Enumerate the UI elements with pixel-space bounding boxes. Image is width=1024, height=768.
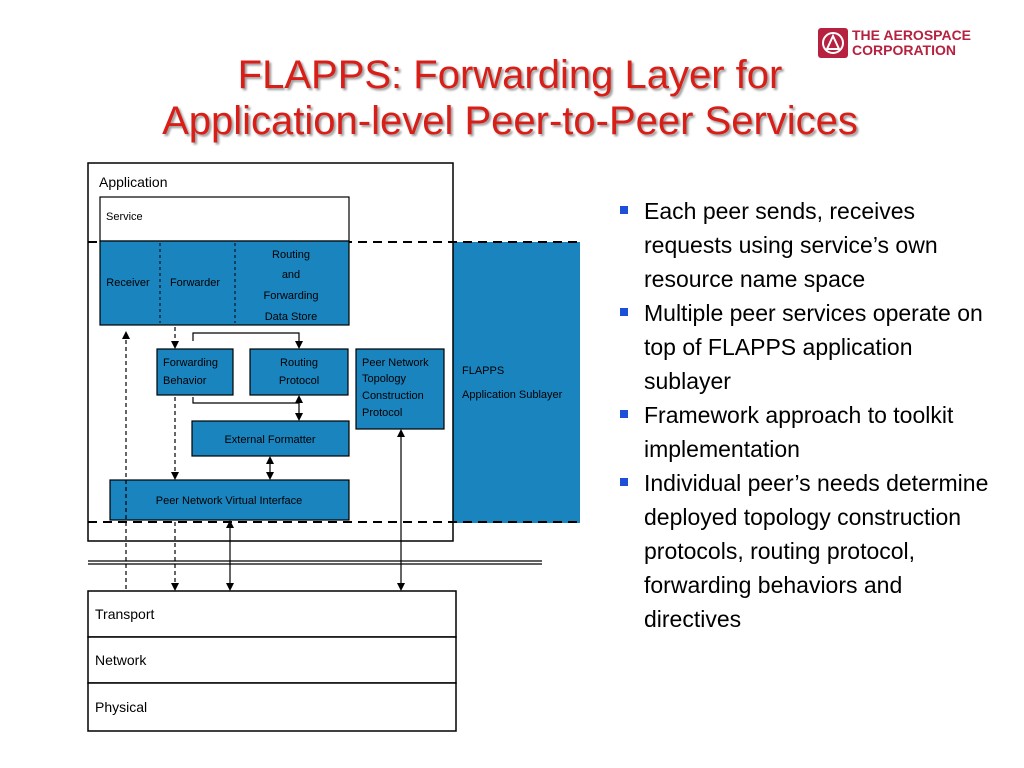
flapps-sublayer-label-2: Application Sublayer [462, 389, 563, 401]
bullet-text: Individual peer’s needs determine deploy… [644, 470, 989, 632]
slide-title-line-1: FLAPPS: Forwarding Layer for [237, 53, 783, 97]
service-lower-section [99, 240, 350, 326]
peer-network-topology-label-3: Construction [362, 390, 424, 402]
peer-network-topology-box [355, 348, 445, 430]
routing-protocol-box [249, 348, 349, 396]
peer-network-topology-label-2: Topology [362, 373, 407, 385]
peer-network-topology-label-4: Protocol [362, 407, 402, 419]
physical-box [87, 682, 457, 732]
routing-protocol-label-2: Protocol [279, 375, 319, 387]
forwarder-label: Forwarder [170, 277, 220, 289]
flapps-sublayer-label-1: FLAPPS [462, 365, 504, 377]
peer-network-topology-label-1: Peer Network [362, 357, 429, 369]
network-box [87, 636, 457, 684]
company-logo: THE AEROSPACE CORPORATION [818, 28, 998, 62]
company-name: THE AEROSPACE CORPORATION [852, 28, 971, 58]
bullet-item: Multiple peer services operate on top of… [618, 296, 998, 398]
application-container [87, 162, 454, 542]
forwarding-behavior-label-2: Behavior [163, 375, 207, 387]
bullet-text: Each peer sends, receives requests using… [644, 198, 938, 292]
virtual-interface-label: Peer Network Virtual Interface [156, 495, 303, 507]
forwarding-behavior-label-1: Forwarding [163, 357, 218, 369]
square-bullet-icon [620, 308, 628, 316]
routing-store-label-1: Routing [272, 249, 310, 261]
bullet-text: Multiple peer services operate on top of… [644, 300, 983, 394]
receiver-label: Receiver [106, 277, 150, 289]
routing-store-label-3: Forwarding [263, 290, 318, 302]
forwarding-behavior-box [156, 348, 234, 396]
application-label: Application [99, 174, 168, 190]
slide-title: FLAPPS: Forwarding Layer for Application… [80, 52, 940, 144]
bullet-list: Each peer sends, receives requests using… [618, 194, 998, 636]
bullet-item: Each peer sends, receives requests using… [618, 194, 998, 296]
external-formatter-box [191, 420, 350, 457]
company-name-line-2: CORPORATION [852, 42, 956, 58]
external-formatter-label: External Formatter [224, 434, 315, 446]
square-bullet-icon [620, 478, 628, 486]
routing-protocol-label-1: Routing [280, 357, 318, 369]
square-bullet-icon [620, 206, 628, 214]
routing-store-label-2: and [282, 269, 300, 281]
slide-title-line-2: Application-level Peer-to-Peer Services [162, 99, 858, 143]
bullet-item: Framework approach to toolkit implementa… [618, 398, 998, 466]
company-name-line-1: THE AEROSPACE [852, 27, 972, 43]
service-label: Service [106, 211, 143, 223]
flapps-sublayer-band [453, 242, 580, 523]
bullet-text: Framework approach to toolkit implementa… [644, 402, 954, 462]
routing-store-label-4: Data Store [265, 311, 318, 323]
square-bullet-icon [620, 410, 628, 418]
transport-label: Transport [95, 606, 155, 622]
physical-label: Physical [95, 699, 147, 715]
bullet-item: Individual peer’s needs determine deploy… [618, 466, 998, 636]
connector-behavior-to-routing [192, 397, 299, 404]
connector-forwarder-to-routing [192, 332, 303, 349]
transport-box [87, 590, 457, 638]
aerospace-logo-icon [818, 28, 848, 58]
network-label: Network [95, 652, 147, 668]
